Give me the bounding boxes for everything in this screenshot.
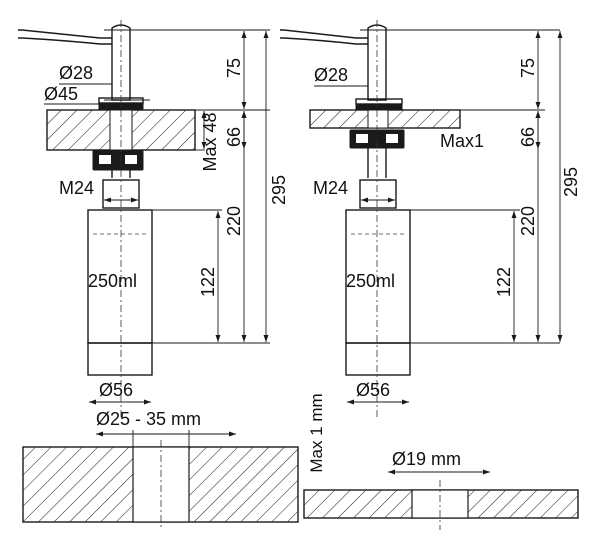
right-dispenser: Ø28 Max1 M24 250ml Ø56 122 220 75 66 295 (280, 20, 581, 420)
left-total-height-label: 295 (269, 175, 289, 205)
left-cutout-detail: Ø25 - 35 mm (22, 409, 299, 530)
left-mount-height-label: 66 (224, 127, 244, 147)
right-bottle-lower-height-label: 122 (494, 267, 514, 297)
left-flange-diameter-label: Ø45 (44, 84, 78, 104)
left-bottle-lower-height-label: 122 (198, 267, 218, 297)
right-fixing-nut (349, 129, 405, 149)
right-bottle-diameter-label: Ø56 (356, 380, 390, 400)
left-bottle-upper-height-label: 220 (224, 206, 244, 236)
left-fixing-nut (92, 149, 144, 171)
right-cutout-thickness-label: Max 1 mm (307, 393, 326, 472)
right-cutout-diameter-label: Ø19 mm (392, 449, 461, 469)
right-pump-head (280, 24, 560, 101)
left-dispenser: Ø28 Ø45 M24 250ml Ø56 122 220 75 66 Max … (18, 20, 289, 420)
left-bottle (87, 209, 153, 376)
right-cutout-detail: Ø19 mm Max 1 mm (303, 393, 579, 530)
right-top-height-label: 75 (518, 58, 538, 78)
left-bottle-diameter-label: Ø56 (99, 380, 133, 400)
right-bottle-upper-height-label: 220 (518, 206, 538, 236)
left-pump-head (18, 24, 270, 101)
right-shank (367, 148, 387, 178)
right-top-diameter-label: Ø28 (314, 65, 348, 85)
right-capacity-label: 250ml (346, 271, 395, 291)
right-countertop (309, 109, 461, 129)
left-cutout-diameter-label: Ø25 - 35 mm (96, 409, 201, 429)
right-thread (359, 179, 397, 209)
right-thread-label: M24 (313, 178, 348, 198)
right-max-counter-label: Max1 (440, 131, 484, 151)
left-thread-label: M24 (59, 178, 94, 198)
left-top-height-label: 75 (224, 58, 244, 78)
left-top-diameter-label: Ø28 (59, 63, 93, 83)
right-mount-height-label: 66 (518, 127, 538, 147)
right-bottle (345, 209, 411, 376)
left-capacity-label: 250ml (88, 271, 137, 291)
left-countertop (46, 109, 205, 151)
right-total-height-label: 295 (561, 167, 581, 197)
left-max-counter-label: Max 48 (200, 112, 220, 171)
